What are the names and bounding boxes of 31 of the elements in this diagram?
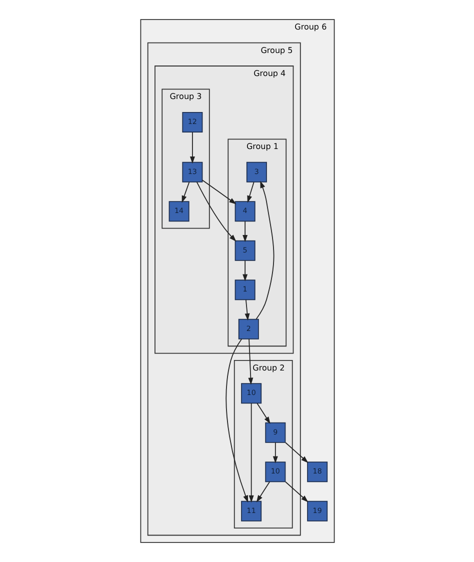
arrow [246,182,254,203]
node-box: 5 [234,240,255,261]
node-box: 19 [306,500,328,522]
arrow [242,220,248,242]
node-box: 3 [246,162,266,182]
arrow [256,402,270,424]
node-box: 13 [182,162,202,182]
node-box: 4 [234,201,255,222]
arrow [201,180,236,204]
arrow [256,481,270,502]
arrow [189,132,194,164]
arrow [284,481,308,502]
arrow [248,338,253,385]
arrow [196,182,236,242]
node-box: 1 [234,280,255,300]
arrow [225,338,248,503]
node-box: 10 [264,462,286,482]
arrow [242,260,248,282]
node-box: 14 [168,201,189,222]
arrow [244,299,250,321]
arrow [248,402,254,503]
node-box: 9 [264,422,286,443]
node-box: 11 [240,500,262,522]
arrow [284,442,308,463]
node-box: 2 [238,318,258,340]
arrow [272,442,278,464]
node-box: 18 [306,462,328,482]
arrow [255,180,274,320]
arrow [181,182,190,203]
node-box: 12 [182,112,202,132]
node-box: 10 [240,383,262,404]
